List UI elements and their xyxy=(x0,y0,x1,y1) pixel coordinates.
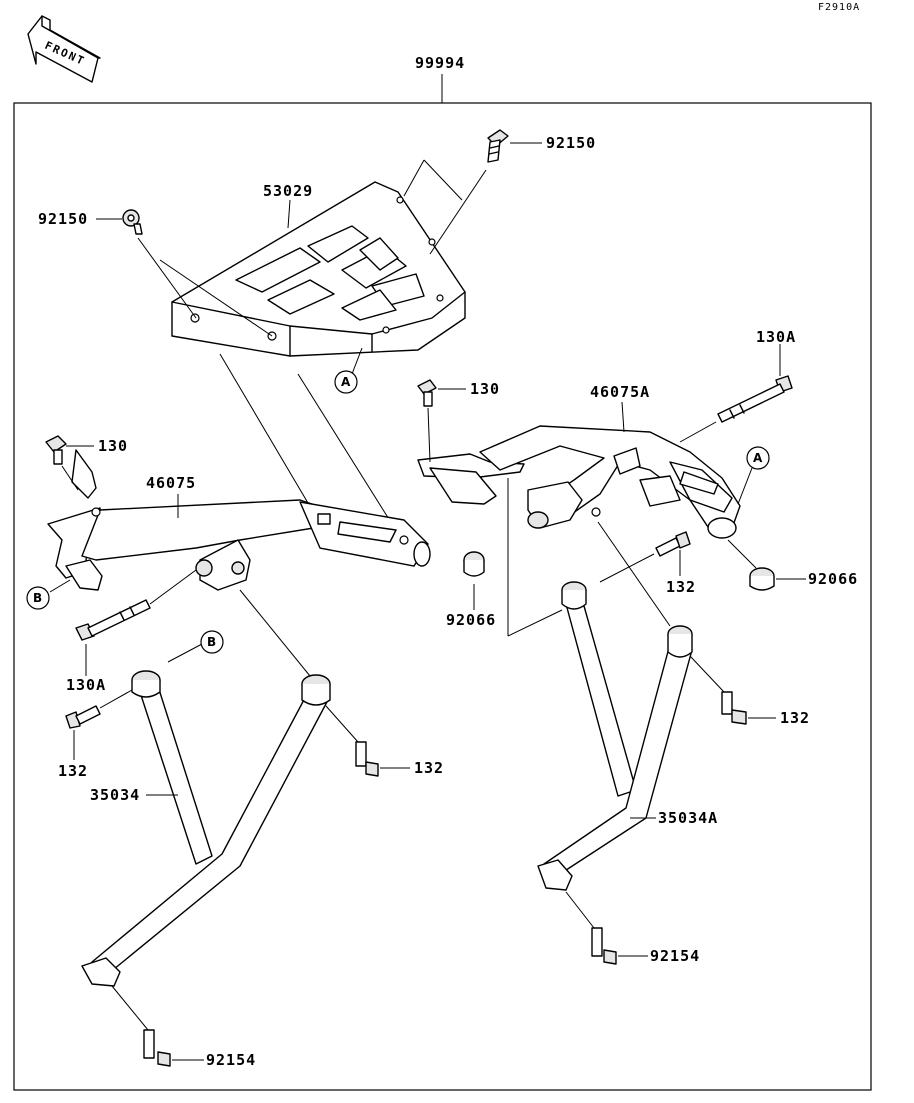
label-screw-top: 92150 xyxy=(546,134,596,152)
label-bolt-130a-right: 130A xyxy=(756,328,796,346)
label-stay-left: 35034 xyxy=(90,786,140,804)
bolt-130a-left xyxy=(75,599,151,641)
label-bracket-left: 46075 xyxy=(146,474,196,492)
label-bolt-132-center: 132 xyxy=(414,759,444,777)
svg-text:B: B xyxy=(207,635,216,649)
label-grommet-left: 92066 xyxy=(446,611,496,629)
screw-92150-top xyxy=(487,129,509,163)
ref-mark-a-bracket xyxy=(746,446,770,470)
label-bracket-right: 46075A xyxy=(590,383,650,401)
bolt-130-left xyxy=(45,435,67,465)
grommet-92066-right xyxy=(749,567,775,591)
label-bolt-130-left: 130 xyxy=(98,437,128,455)
ref-mark-b-bracket xyxy=(26,586,50,610)
front-arrow-icon: FRONT xyxy=(27,15,101,83)
svg-text:A: A xyxy=(753,451,763,465)
label-bolt-132-right: 132 xyxy=(780,709,810,727)
label-bolt-132-mid-right: 132 xyxy=(666,578,696,596)
svg-text:A: A xyxy=(341,375,351,389)
stay-left xyxy=(81,670,331,987)
stay-right xyxy=(537,581,693,891)
bracket-left xyxy=(47,449,431,591)
carrier-plate xyxy=(171,181,466,357)
label-bolt-130-right: 130 xyxy=(470,380,500,398)
bolt-132-mid-right xyxy=(655,531,691,557)
assembly-frame xyxy=(13,102,872,1091)
label-bolt-92154-left: 92154 xyxy=(206,1051,256,1069)
drawing-code: F2910A xyxy=(818,2,860,13)
label-bolt-92154-right: 92154 xyxy=(650,947,700,965)
bolt-130a-right xyxy=(717,375,793,423)
bolt-132-left xyxy=(65,705,101,729)
bolt-130-right xyxy=(417,379,437,407)
label-bolt-132-left: 132 xyxy=(58,762,88,780)
bolt-92154-left xyxy=(143,1029,171,1067)
grommet-92066-left xyxy=(463,551,485,577)
svg-text:B: B xyxy=(33,591,42,605)
label-stay-right: 35034A xyxy=(658,809,718,827)
bracket-right xyxy=(417,425,741,539)
bolt-92154-right xyxy=(591,927,617,965)
screw-92150-left xyxy=(122,209,143,235)
label-screw-left: 92150 xyxy=(38,210,88,228)
label-bolt-130a-left: 130A xyxy=(66,676,106,694)
label-carrier-plate: 53029 xyxy=(263,182,313,200)
bolt-132-right xyxy=(721,691,747,725)
ref-mark-b-stay xyxy=(200,630,224,654)
assembly-number: 99994 xyxy=(415,54,465,72)
ref-mark-a-plate xyxy=(334,370,358,394)
label-grommet-right: 92066 xyxy=(808,570,858,588)
bolt-132-center xyxy=(355,741,379,777)
